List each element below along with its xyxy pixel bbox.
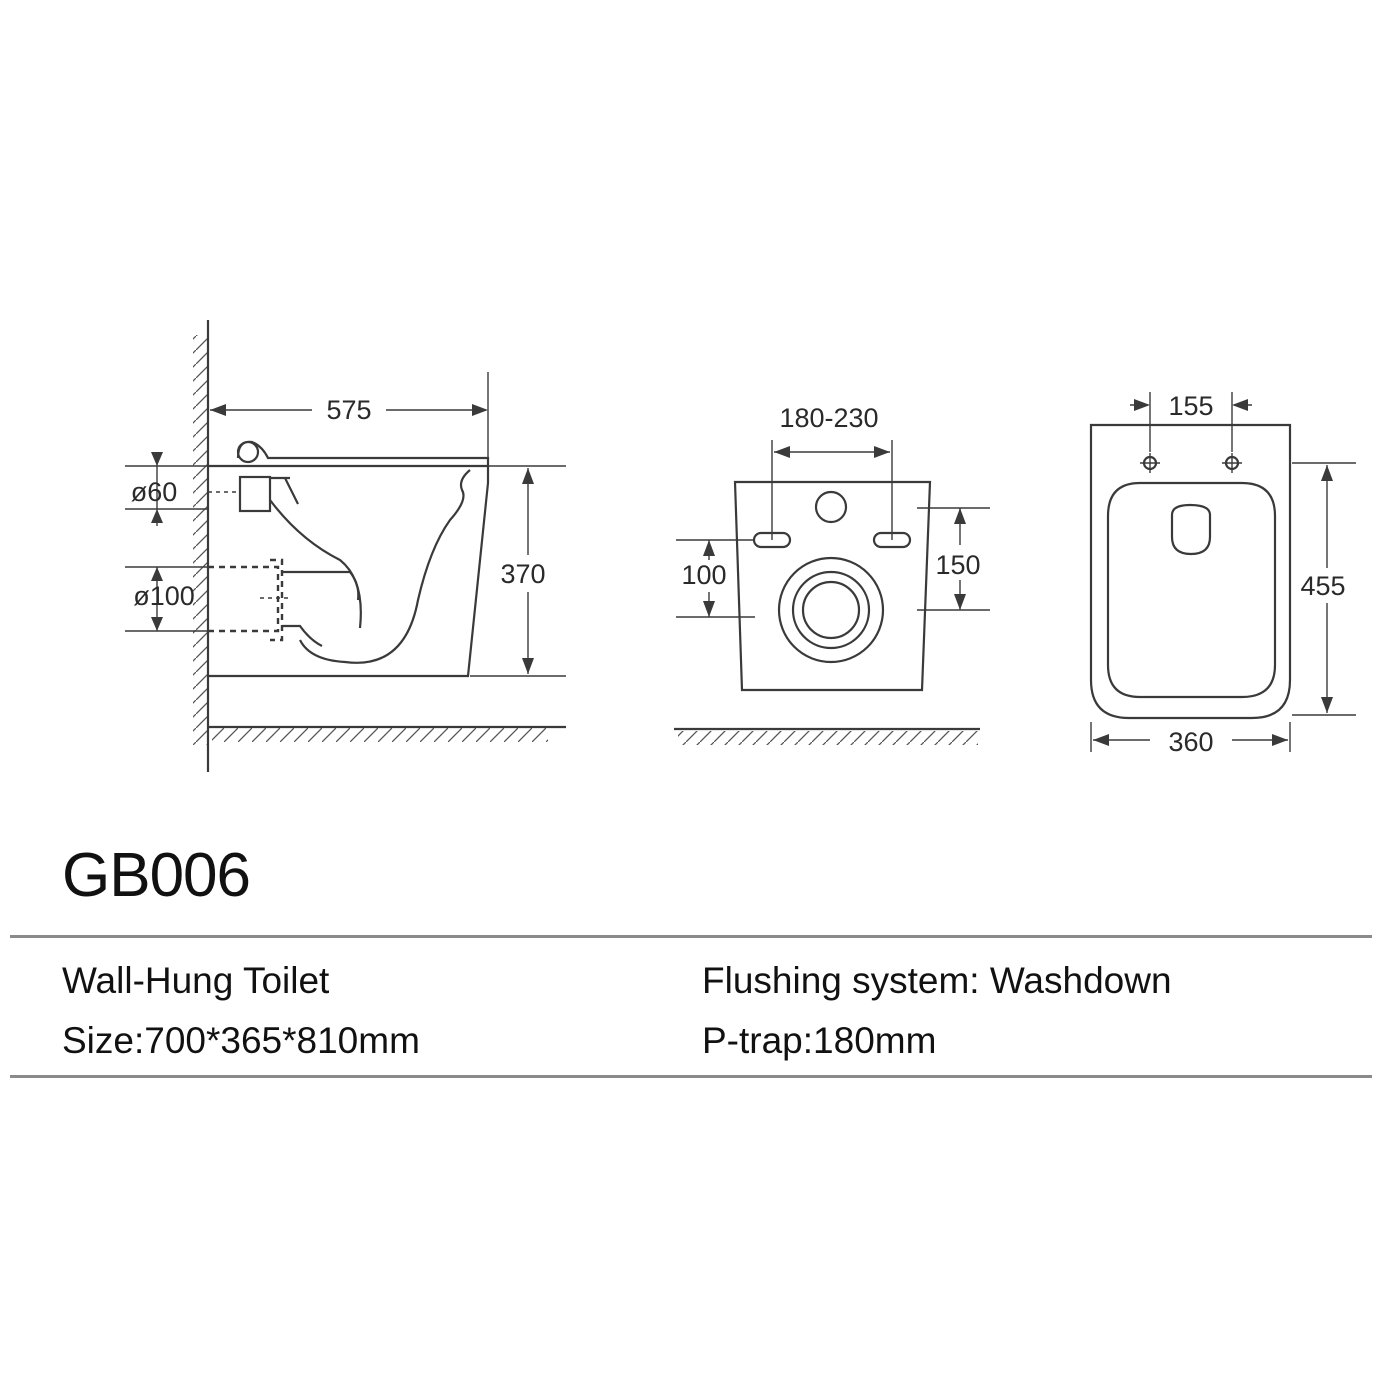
dim-right-height: 150 [935,550,980,580]
toilet-body-outline [208,464,490,678]
technical-drawing: 575 ø60 ø100 370 [125,320,1356,772]
dim-inlet: ø60 [131,477,178,507]
dim-outlet: ø100 [133,581,195,611]
dim-length: 575 [326,395,371,425]
dim-left-height: 100 [681,560,726,590]
toilet-seat [236,440,490,466]
divider-top [10,935,1372,938]
outlet-ring-middle [791,570,871,650]
bowl-rim [1106,481,1277,699]
top-outline [1089,423,1292,720]
bowl-curve [269,469,471,664]
flush-inlet [238,475,272,513]
spec-size: Size:700*365*810mm [62,1020,420,1061]
rear-outline [733,480,932,692]
model-number: GB006 [62,841,251,910]
spec-flushing: Flushing system: Washdown [702,960,1172,1001]
outlet-ring-inner [801,580,861,640]
outlet-ring-outer [777,556,885,664]
top-hole [814,490,848,524]
outlet-pipe [208,565,280,633]
top-view: 155 455 360 [1089,391,1356,757]
spec-type: Wall-Hung Toilet [62,960,330,1001]
dim-depth: 455 [1300,571,1345,601]
outlet-trap [282,570,360,647]
outlet-flange [270,558,284,642]
divider-bottom [10,1075,1372,1078]
dim-height: 370 [500,559,545,589]
wall-hatch [193,335,207,745]
flush-connector [270,476,299,505]
bowl-outlet [1170,503,1212,556]
dim-hole-span: 155 [1168,391,1213,421]
floor-hatch-side [212,728,548,742]
dim-width: 360 [1168,727,1213,757]
side-view: 575 ø60 ø100 370 [125,320,566,772]
rear-view: 180-230 100 150 [674,403,990,745]
spec-trap: P-trap:180mm [702,1020,937,1061]
hinge [236,440,260,464]
floor-hatch-rear [678,731,978,745]
dim-fixing-span: 180-230 [779,403,878,433]
